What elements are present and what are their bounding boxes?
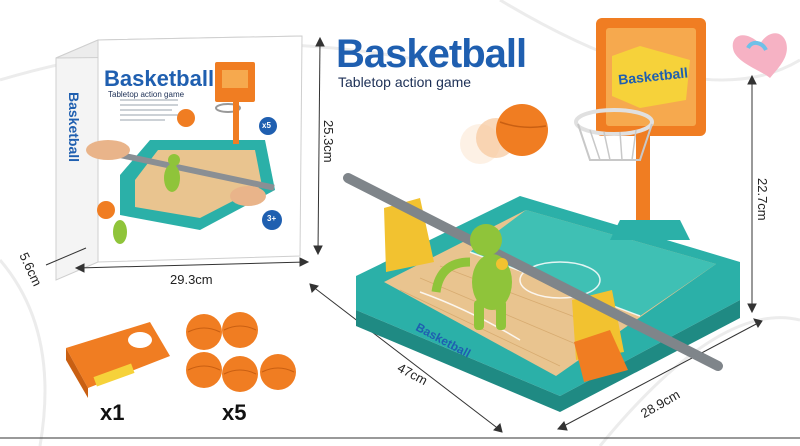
box-subtitle: Tabletop action game [108, 90, 185, 99]
ball-launcher-accessory [66, 322, 170, 398]
balls-badge: x5 [262, 121, 271, 130]
box-side-text: Basketball [66, 92, 82, 163]
launcher-count: x1 [100, 400, 125, 425]
balls-accessory [186, 312, 296, 392]
balls-count: x5 [222, 400, 247, 425]
product-subtitle: Tabletop action game [338, 74, 472, 90]
logo-heart-icon [732, 33, 787, 78]
basketball-toy [343, 18, 740, 412]
dimension-lines [45, 36, 763, 433]
box-height-dimension: 25.3cm [321, 120, 336, 163]
flying-ball [496, 104, 548, 156]
box-title: Basketball [104, 66, 215, 91]
product-box [55, 35, 303, 281]
toy-height-dimension: 22.7cm [755, 178, 770, 221]
product-title: Basketball [336, 32, 527, 76]
age-badge: 3+ [267, 214, 277, 223]
box-width-dimension: 29.3cm [170, 272, 213, 287]
